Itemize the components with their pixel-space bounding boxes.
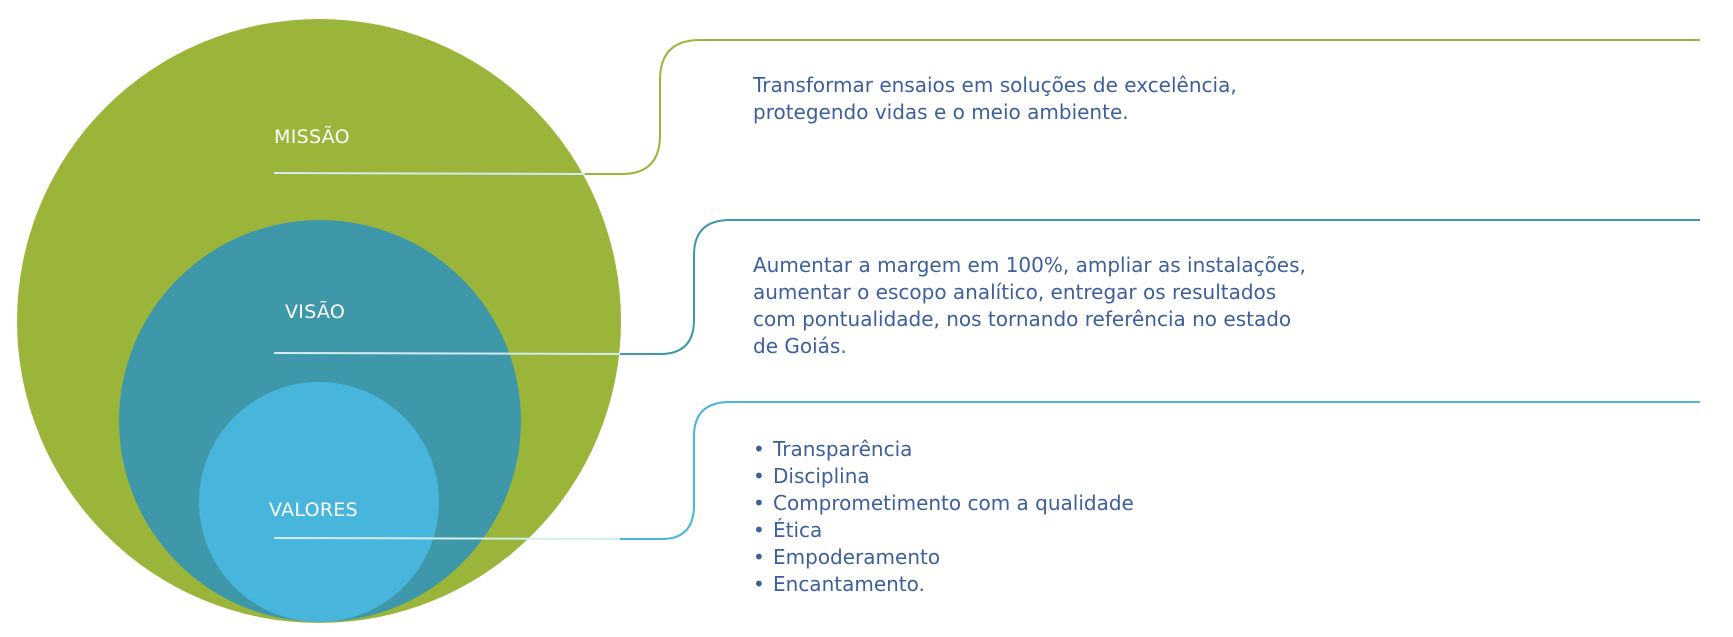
value-text: Disciplina bbox=[773, 464, 870, 488]
list-item: • Ética bbox=[753, 517, 1134, 544]
bullet-icon: • bbox=[753, 518, 765, 542]
bullet-icon: • bbox=[753, 572, 765, 596]
vision-underline bbox=[273, 352, 621, 355]
mission-connector bbox=[585, 39, 1700, 175]
vision-connector bbox=[620, 219, 1700, 355]
vision-label: VISÃO bbox=[285, 301, 346, 323]
list-item: • Disciplina bbox=[753, 463, 1134, 490]
values-description: • Transparência • Disciplina • Comprometime… bbox=[753, 436, 1134, 598]
mission-line: protegendo vidas e o meio ambiente. bbox=[753, 100, 1129, 124]
values-connector bbox=[620, 401, 1700, 540]
vision-line: com pontualidade, nos tornando referênci… bbox=[753, 307, 1292, 331]
bullet-icon: • bbox=[753, 437, 765, 461]
list-item: • Transparência bbox=[753, 436, 1134, 463]
bullet-icon: • bbox=[753, 491, 765, 515]
bullet-icon: • bbox=[753, 464, 765, 488]
vision-line: Aumentar a margem em 100%, ampliar as in… bbox=[753, 253, 1306, 277]
vision-line: de Goiás. bbox=[753, 334, 847, 358]
bullet-icon: • bbox=[753, 545, 765, 569]
values-circle bbox=[199, 382, 439, 622]
list-item: • Comprometimento com a qualidade bbox=[753, 490, 1134, 517]
mission-underline bbox=[273, 172, 586, 175]
value-text: Empoderamento bbox=[773, 545, 941, 569]
mission-label: MISSÃO bbox=[274, 126, 350, 148]
vision-line: aumentar o escopo analítico, entregar os… bbox=[753, 280, 1277, 304]
values-label: VALORES bbox=[269, 499, 359, 521]
value-text: Encantamento. bbox=[773, 572, 925, 596]
value-text: Transparência bbox=[773, 437, 913, 461]
list-item: • Encantamento. bbox=[753, 571, 1134, 598]
values-underline bbox=[273, 537, 621, 540]
vision-description: Aumentar a margem em 100%, ampliar as in… bbox=[753, 252, 1306, 360]
mission-description: Transformar ensaios em soluções de excel… bbox=[753, 72, 1237, 126]
list-item: • Empoderamento bbox=[753, 544, 1134, 571]
mission-line: Transformar ensaios em soluções de excel… bbox=[753, 73, 1237, 97]
values-list: • Transparência • Disciplina • Comprometime… bbox=[753, 436, 1134, 598]
value-text: Ética bbox=[773, 518, 823, 542]
value-text: Comprometimento com a qualidade bbox=[773, 491, 1134, 515]
